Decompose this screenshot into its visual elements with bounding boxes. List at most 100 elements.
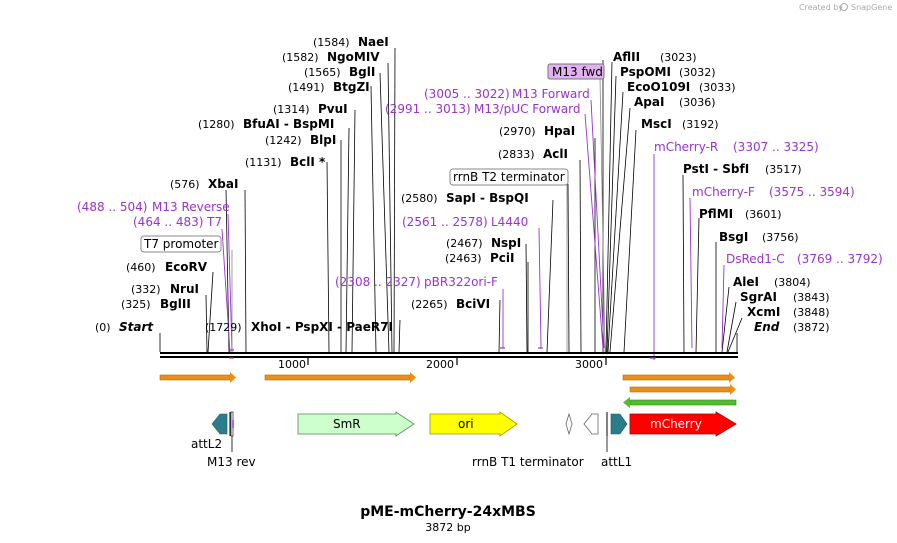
restriction-sites: (0)Start (1729)XhoI - PspXI - PaeR7I (32… xyxy=(95,35,830,334)
svg-text:(1565): (1565) xyxy=(304,66,341,79)
svg-text:mCherry-R: mCherry-R xyxy=(654,140,718,154)
site-blpi: (1242)BlpI xyxy=(265,133,336,147)
svg-text:(2833): (2833) xyxy=(498,148,535,161)
credit-text: Created by xyxy=(799,3,843,12)
svg-text:rrnB T2 terminator: rrnB T2 terminator xyxy=(453,170,565,184)
svg-text:(460): (460) xyxy=(126,261,156,274)
ruler-3000: 3000 xyxy=(575,358,603,371)
svg-text:AleI: AleI xyxy=(733,275,759,289)
site-msci: MscI (3192) xyxy=(641,117,719,131)
svg-text:(464 .. 483): (464 .. 483) xyxy=(133,215,203,229)
svg-text:T7: T7 xyxy=(206,215,222,229)
backbone xyxy=(160,352,738,358)
feature-label-ori: ori xyxy=(458,417,474,431)
feature-label-smr: SmR xyxy=(333,417,361,431)
site-bsgi: BsgI (3756) xyxy=(719,230,799,244)
feature-ori xyxy=(429,411,518,437)
site-pflmi: PflMI(3601) xyxy=(699,207,782,221)
site-sapi-bspqi: (2580)SapI - BspQI xyxy=(401,191,529,205)
svg-text:(3843): (3843) xyxy=(793,291,830,304)
svg-text:(325): (325) xyxy=(121,298,151,311)
site-ecoo109i: EcoO109I(3033) xyxy=(627,80,736,94)
site-naei: (1584)NaeI xyxy=(313,35,389,49)
svg-text:Start: Start xyxy=(119,320,154,334)
svg-text:(3517): (3517) xyxy=(765,163,802,176)
site-pspomi: PspOMI (3032) xyxy=(620,65,716,79)
svg-text:(488 .. 504): (488 .. 504) xyxy=(77,200,147,214)
svg-text:(1314): (1314) xyxy=(273,103,310,116)
site-sgrai: SgrAI(3843) xyxy=(740,290,830,304)
feature-label-attl1: attL1 xyxy=(601,455,632,469)
svg-text:(1280): (1280) xyxy=(198,118,235,131)
svg-text:(332): (332) xyxy=(131,283,161,296)
site-btgzi: (1491)BtgZI xyxy=(288,80,370,94)
boxed-label-t7-promoter: T7 promoter xyxy=(140,235,222,253)
svg-text:BglI: BglI xyxy=(349,65,375,79)
svg-text:(2991 .. 3013): (2991 .. 3013) xyxy=(385,102,471,116)
primer-labels: (488 .. 504)M13 Reverse (464 .. 483)T7 (… xyxy=(77,87,883,289)
feature-attL2 xyxy=(211,413,228,435)
site-hpai: (2970)HpaI xyxy=(499,124,575,138)
svg-text:(3023): (3023) xyxy=(660,51,697,64)
svg-text:NspI: NspI xyxy=(491,236,521,250)
svg-text:(3848): (3848) xyxy=(793,306,830,319)
primer-t7: (464 .. 483)T7 xyxy=(133,215,222,229)
svg-text:(3005 .. 3022): (3005 .. 3022) xyxy=(424,87,510,101)
primer-ticks xyxy=(229,347,656,359)
svg-text:(2463): (2463) xyxy=(445,252,482,265)
feature-label-mcherry: mCherry xyxy=(650,417,702,431)
svg-text:XcmI: XcmI xyxy=(747,305,780,319)
svg-text:NgoMIV: NgoMIV xyxy=(327,50,380,64)
svg-text:BsgI: BsgI xyxy=(719,230,748,244)
site-bfuai-bspmi: (1280)BfuAI - BspMI xyxy=(198,117,334,131)
svg-text:(2970): (2970) xyxy=(499,125,536,138)
svg-text:(3769 .. 3792): (3769 .. 3792) xyxy=(797,252,883,266)
svg-text:NaeI: NaeI xyxy=(358,35,389,49)
svg-text:M13 Forward: M13 Forward xyxy=(512,87,590,101)
svg-text:NruI: NruI xyxy=(170,282,199,296)
site-bcivi: (2265)BciVI xyxy=(411,297,490,311)
svg-text:(1582): (1582) xyxy=(282,51,319,64)
svg-text:(3575 .. 3594): (3575 .. 3594) xyxy=(769,185,855,199)
site-bglii: (325) BglII xyxy=(121,297,191,311)
ruler: 1000 2000 3000 xyxy=(278,356,607,371)
boxed-label-m13-fwd: M13 fwd xyxy=(547,63,605,80)
svg-text:(1491): (1491) xyxy=(288,81,325,94)
svg-text:(1131): (1131) xyxy=(245,156,282,169)
site-xbai: (576)XbaI xyxy=(170,177,238,191)
svg-text:End: End xyxy=(754,320,780,334)
feature-label-m13-rev: M13 rev xyxy=(207,455,256,469)
svg-text:mCherry-F: mCherry-F xyxy=(692,185,755,199)
svg-text:PflMI: PflMI xyxy=(699,207,733,221)
svg-text:(3756): (3756) xyxy=(762,231,799,244)
svg-text:MscI: MscI xyxy=(641,117,672,131)
svg-text:(3032): (3032) xyxy=(679,66,716,79)
svg-text:BglII: BglII xyxy=(160,297,191,311)
orf-arrow-4 xyxy=(629,384,736,395)
site-xcmi: XcmI (3848) xyxy=(747,305,830,319)
svg-text:(2308 .. 2327): (2308 .. 2327) xyxy=(335,275,421,289)
feature-rrnB-T1-terminator xyxy=(583,413,599,435)
site-ngomiv: (1582) NgoMIV xyxy=(282,50,380,64)
svg-text:PvuI: PvuI xyxy=(318,102,348,116)
svg-text:XhoI - PspXI - PaeR7I: XhoI - PspXI - PaeR7I xyxy=(251,320,393,334)
svg-text:PspOMI: PspOMI xyxy=(620,65,671,79)
orf-arrow-2 xyxy=(264,372,416,383)
ruler-1000: 1000 xyxy=(278,358,306,371)
svg-text:PstI - SbfI: PstI - SbfI xyxy=(683,162,749,176)
svg-text:M13 fwd: M13 fwd xyxy=(552,65,603,79)
svg-text:(0): (0) xyxy=(95,321,111,334)
site-alei: AleI(3804) xyxy=(733,275,811,289)
site-nspi: (2467)NspI xyxy=(446,236,521,250)
boxed-label-rrnb-t2: rrnB T2 terminator xyxy=(449,168,569,186)
brand-text: SnapGene xyxy=(851,3,892,12)
primer-m13-reverse: (488 .. 504)M13 Reverse xyxy=(77,200,230,214)
svg-text:(1242): (1242) xyxy=(265,134,302,147)
svg-text:M13/pUC Forward: M13/pUC Forward xyxy=(474,102,581,116)
primer-pbr322ori-f: (2308 .. 2327)pBR322ori-F xyxy=(335,275,498,289)
site-pvui: (1314) PvuI xyxy=(273,102,348,116)
feature-terminator-1 xyxy=(565,412,573,436)
svg-text:(3192): (3192) xyxy=(682,118,719,131)
orf-arrows xyxy=(159,372,737,408)
